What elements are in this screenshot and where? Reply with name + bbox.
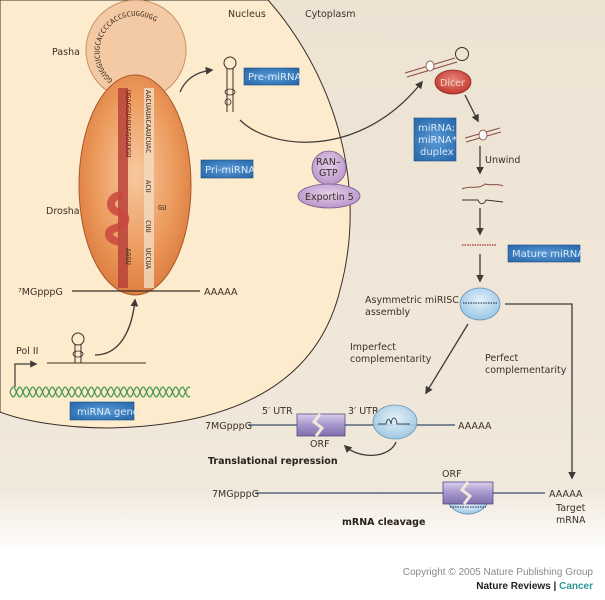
imperfect-path-arrow [425,323,469,395]
copyright-text: Copyright © 2005 Nature Publishing Group [402,567,593,578]
passenger-strand-highlight [144,88,154,288]
lower-left-sequence: AGGU [124,248,132,265]
mirna-gene-label: miRNA gene [77,407,139,418]
mirna-duplex-molecule [464,127,502,143]
cap-label-1: 7MGpppG [205,421,252,432]
cytoplasmic-pre-mirna [404,47,469,78]
copyright-footer: Copyright © 2005 Nature Publishing Group… [403,566,593,594]
dicer-to-duplex-arrow [464,94,479,123]
pasha-label: Pasha [52,47,80,58]
orf-label-2: ORF [442,469,462,480]
journal-name: Cancer [559,581,593,592]
export-arrow-to-pre [179,66,214,93]
utr5-label: 5′ UTR [262,406,293,417]
dicer-protein [434,69,472,95]
mirisc-bound-1 [372,404,418,440]
asym-label-2: assembly [365,307,410,318]
dicer-label: Dicer [440,78,465,89]
pol2-label: Pol II [16,346,38,357]
duplex-box [413,117,457,162]
mirisc-complex [459,287,501,321]
cap-label-2: 7MGpppG [212,489,259,500]
utr3-label: 3′ UTR [348,406,379,417]
credit-separator: | [550,581,560,592]
perfect-label-1: Perfect [485,353,519,364]
pre-mirna-hairpin [223,56,237,112]
target-mrna-label-1: Target [555,503,586,514]
unwind-label: Unwind [485,155,520,166]
mature-strand-highlight [118,88,128,288]
unwound-strands [461,183,504,205]
mirna-gene-box [69,401,135,421]
journal-credit: Nature Reviews | Cancer [403,580,593,594]
publisher-name: Nature Reviews [476,581,551,592]
mature-mirna-label: Mature miRNA [512,249,584,260]
left-strand-sequence: UGAGGUAGUAGGUUGU [124,90,132,157]
polya-label-1: AAAAA [458,421,492,432]
mrna-cleavage-label: mRNA cleavage [342,517,425,528]
asym-label-1: Asymmetric miRISC [365,295,459,306]
mid-right-sequence: CUU [144,220,152,233]
pri-mirna-box [200,159,254,179]
cytoplasm-label: Cytoplasm [305,9,356,20]
perfect-path-arrow [505,303,576,480]
acu-sequence: ACU [144,180,152,193]
export-to-cytoplasm-arrow [239,80,423,143]
nascent-hairpin [71,332,85,363]
lower-right-sequence: UCCUA [144,248,152,270]
dna-helix [9,386,191,398]
polya-label-2: AAAAA [549,489,583,500]
bound-mirna-1 [378,417,410,425]
imperfect-label-1: Imperfect [350,342,396,353]
mature-mirna-box [507,244,581,263]
pri-to-drosha-arrow [94,298,139,356]
dna-strand-1 [9,386,191,398]
bulge-highlight [105,191,130,246]
duplex-label-2: miRNA* [418,135,457,146]
promoter-arrow [14,360,38,387]
ran-gtp-label-2: GTP [319,168,338,179]
exportin-5-label: Exportin 5 [305,192,354,203]
cap-nucleus-label: ⁷MGpppG [18,287,63,298]
pre-mirna-label: Pre-miRNA [248,72,301,83]
orf-block-1 [296,413,346,437]
bulge-right-sequence: GU [158,204,166,212]
duplex-label-3: duplex [420,147,454,158]
translational-repression-label: Translational repression [208,456,338,467]
duplex-label-1: miRNA: [418,123,455,134]
drosha-label: Drosha [46,206,80,217]
dna-strand-2 [9,386,191,398]
pri-mirna-label: Pri-miRNA [205,165,255,176]
nucleus-label: Nucleus [228,9,266,20]
ran-gtp-label-1: RAN– [316,157,341,168]
exportin-5-protein [297,183,361,209]
orf-block-2 [442,481,494,505]
repression-arrow [343,441,397,457]
pre-mirna-box [243,67,300,86]
perfect-label-2: complementarity [485,365,567,376]
imperfect-label-2: complementarity [350,354,432,365]
target-mrna-label-2: mRNA [556,515,586,526]
orf-label-1: ORF [310,439,330,450]
right-strand-sequence: AACUAUACAAUCUAC [144,90,152,153]
drosha-protein [78,74,192,296]
polya-nucleus-label: AAAAA [204,287,238,298]
